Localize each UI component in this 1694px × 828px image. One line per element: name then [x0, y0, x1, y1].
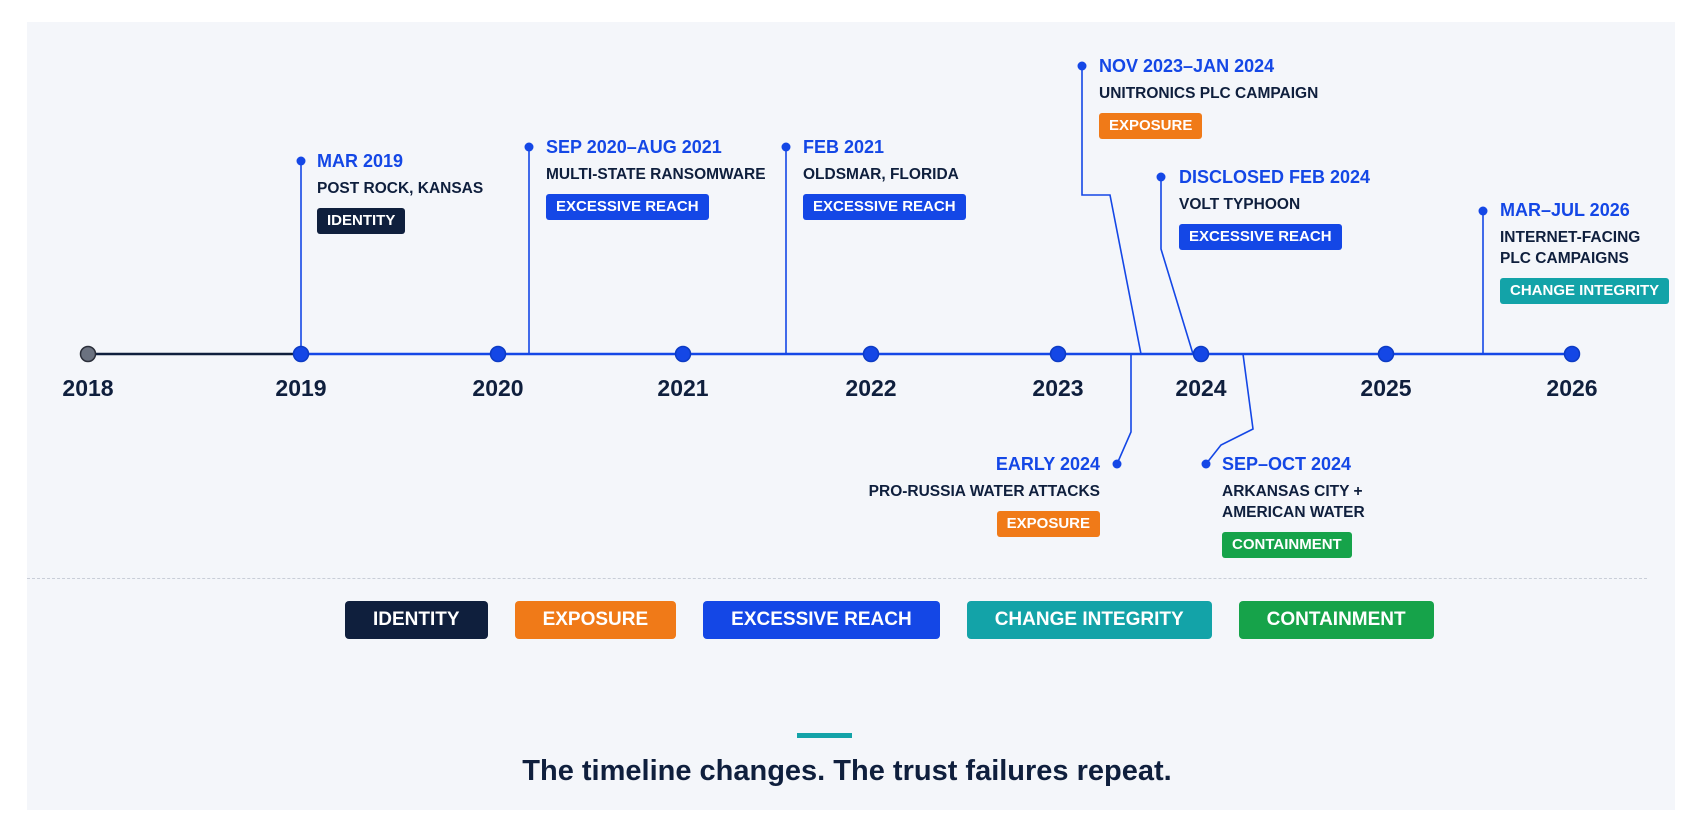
legend-item-exposure: EXPOSURE: [514, 601, 677, 639]
legend-item-change-integrity: CHANGE INTEGRITY: [966, 601, 1212, 639]
event-title: OLDSMAR, FLORIDA: [803, 166, 959, 183]
tagline: The timeline changes. The trust failures…: [522, 755, 1172, 787]
year-marker-2026: [1563, 345, 1581, 363]
event-dot-6: [1478, 206, 1488, 216]
event-connector-8: [1205, 353, 1254, 465]
year-label-2021: 2021: [657, 375, 709, 401]
event-date: NOV 2023–JAN 2024: [1099, 56, 1275, 76]
event-dot-1: [296, 156, 306, 166]
category-tag: CONTAINMENT: [1222, 532, 1352, 558]
year-label-2018: 2018: [62, 375, 114, 401]
year-marker-2018: [79, 345, 97, 363]
dashed-divider: [27, 578, 1647, 579]
year-label-2025: 2025: [1360, 375, 1412, 401]
category-legend: IDENTITY EXPOSURE EXCESSIVE REACH CHANGE IN…: [345, 601, 1434, 639]
year-label-2022: 2022: [845, 375, 897, 401]
year-label-2019: 2019: [275, 375, 327, 401]
category-tag: EXPOSURE: [996, 511, 1100, 537]
event-connector-7: [1116, 354, 1132, 465]
event-date: MAR 2019: [317, 151, 404, 171]
legend-item-containment: CONTAINMENT: [1238, 601, 1434, 639]
event-dot-4: [1077, 61, 1087, 71]
year-marker-2020: [489, 345, 507, 363]
timeline-panel: [27, 22, 1675, 810]
year-label-2020: 2020: [472, 375, 524, 401]
event-title: MULTI-STATE RANSOMWARE: [546, 166, 766, 183]
year-marker-2022: [862, 345, 880, 363]
year-label-2024: 2024: [1175, 375, 1227, 401]
category-tag: IDENTITY: [317, 208, 406, 234]
event-date: DISCLOSED FEB 2024: [1179, 167, 1371, 187]
event-date: SEP–OCT 2024: [1222, 454, 1352, 474]
event-dot-3: [781, 142, 791, 152]
timeline-axis: [79, 345, 1581, 363]
event-dot-7: [1112, 459, 1122, 469]
category-tag: EXCESSIVE REACH: [546, 194, 709, 220]
event-title: UNITRONICS PLC CAMPAIGN: [1099, 85, 1319, 102]
event-connector-5: [1160, 177, 1194, 355]
event-date: SEP 2020–AUG 2021: [546, 137, 722, 157]
category-tag: EXPOSURE: [1099, 113, 1203, 139]
year-label-2026: 2026: [1546, 375, 1598, 401]
category-tag: EXCESSIVE REACH: [803, 194, 966, 220]
event-title: INTERNET-FACING PLC CAMPAIGNS: [1500, 229, 1641, 267]
year-marker-2024: [1192, 345, 1210, 363]
event-title: POST ROCK, KANSAS: [317, 180, 484, 197]
accent-bar: [797, 733, 852, 738]
event-dot-8: [1201, 459, 1211, 469]
event-date: FEB 2021: [803, 137, 885, 157]
category-tag: EXCESSIVE REACH: [1179, 224, 1342, 250]
event-dot-2: [524, 142, 534, 152]
year-marker-2023: [1049, 345, 1067, 363]
legend-item-excessive-reach: EXCESSIVE REACH: [703, 601, 940, 639]
event-title: ARKANSAS CITY + AMERICAN WATER: [1222, 483, 1365, 521]
legend-item-identity: IDENTITY: [345, 601, 488, 639]
category-tag: CHANGE INTEGRITY: [1500, 278, 1670, 304]
year-marker-2021: [674, 345, 692, 363]
event-title: VOLT TYPHOON: [1179, 196, 1301, 213]
year-label-2023: 2023: [1032, 375, 1084, 401]
event-title: PRO-RUSSIA WATER ATTACKS: [868, 483, 1100, 500]
event-date: MAR–JUL 2026: [1500, 200, 1630, 220]
event-dot-5: [1156, 172, 1166, 182]
event-connector-4: [1081, 66, 1142, 355]
year-marker-2019: [292, 345, 310, 363]
year-marker-2025: [1377, 345, 1395, 363]
event-date: EARLY 2024: [995, 454, 1100, 474]
event-connectors: [296, 61, 1488, 469]
